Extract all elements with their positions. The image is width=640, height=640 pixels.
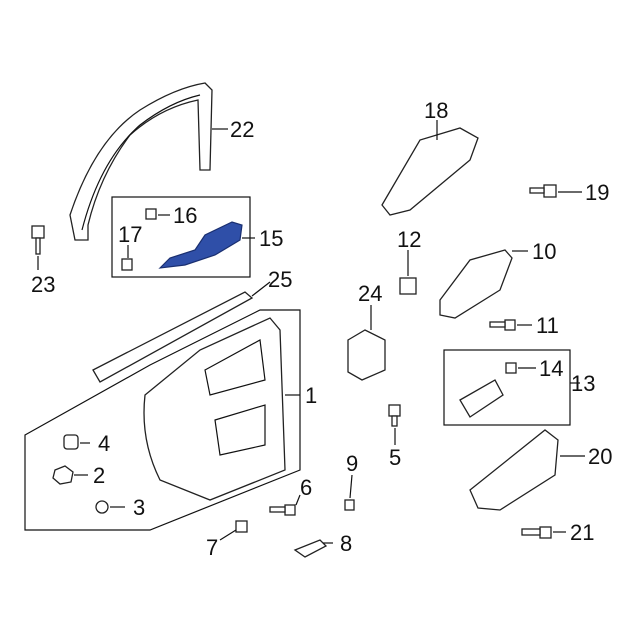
- callout-11: 11: [536, 313, 559, 338]
- callout-12: 12: [397, 227, 421, 252]
- part-14-clip: [505, 362, 517, 374]
- callout-6: 6: [300, 475, 312, 500]
- callout-9: 9: [346, 451, 358, 476]
- callout-14: 14: [539, 356, 563, 381]
- part-5-bolt: [388, 404, 401, 427]
- part-13-trim: [459, 379, 504, 418]
- part-11-screw: [489, 319, 516, 331]
- callout-15: 15: [259, 226, 283, 251]
- part-3-screw: [95, 500, 109, 514]
- callout-4: 4: [98, 431, 110, 456]
- part-24-switch: [347, 329, 386, 381]
- part-4-bracket: [63, 434, 79, 450]
- callout-23: 23: [31, 272, 55, 297]
- callout-20: 20: [588, 444, 612, 469]
- callout-17: 17: [118, 222, 142, 247]
- callout-24: 24: [358, 281, 382, 306]
- callout-21: 21: [570, 520, 594, 545]
- part-23-bolt: [31, 225, 45, 255]
- part-12-nut: [399, 277, 417, 295]
- part-17-clip: [121, 258, 133, 271]
- part-19-bolt: [529, 184, 557, 198]
- callout-25: 25: [268, 267, 292, 292]
- part-6-screw: [269, 504, 296, 516]
- part-16-clip: [145, 208, 157, 220]
- part-7-clip: [235, 520, 248, 533]
- part-25-belt-weatherstrip: [92, 291, 254, 383]
- callout-3: 3: [133, 495, 145, 520]
- part-1-door-trim-panel: [143, 317, 286, 501]
- part-10-handle: [439, 249, 513, 319]
- part-20-pull-cup: [469, 429, 559, 511]
- part-8-seal: [293, 539, 328, 558]
- callout-13: 13: [571, 371, 595, 396]
- callout-5: 5: [389, 445, 401, 470]
- part-2-nut: [52, 465, 74, 485]
- leader-lines: [37, 120, 585, 544]
- callout-2: 2: [93, 463, 105, 488]
- part-22-window-frame: [69, 82, 213, 241]
- part-18-handle-bezel: [381, 127, 479, 216]
- callout-8: 8: [340, 531, 352, 556]
- callout-10: 10: [532, 239, 556, 264]
- group-box-1: [24, 309, 301, 531]
- callout-19: 19: [585, 180, 609, 205]
- part-15-armrest-bracket: [158, 221, 243, 269]
- callout-16: 16: [173, 203, 197, 228]
- part-9-clip: [344, 499, 355, 511]
- group-box-13: [443, 349, 571, 426]
- callout-1: 1: [305, 383, 317, 408]
- part-21-screw: [521, 526, 552, 539]
- callout-18: 18: [424, 98, 448, 123]
- callout-22: 22: [230, 117, 254, 142]
- callout-7: 7: [206, 535, 218, 560]
- group-box-15: [111, 196, 251, 278]
